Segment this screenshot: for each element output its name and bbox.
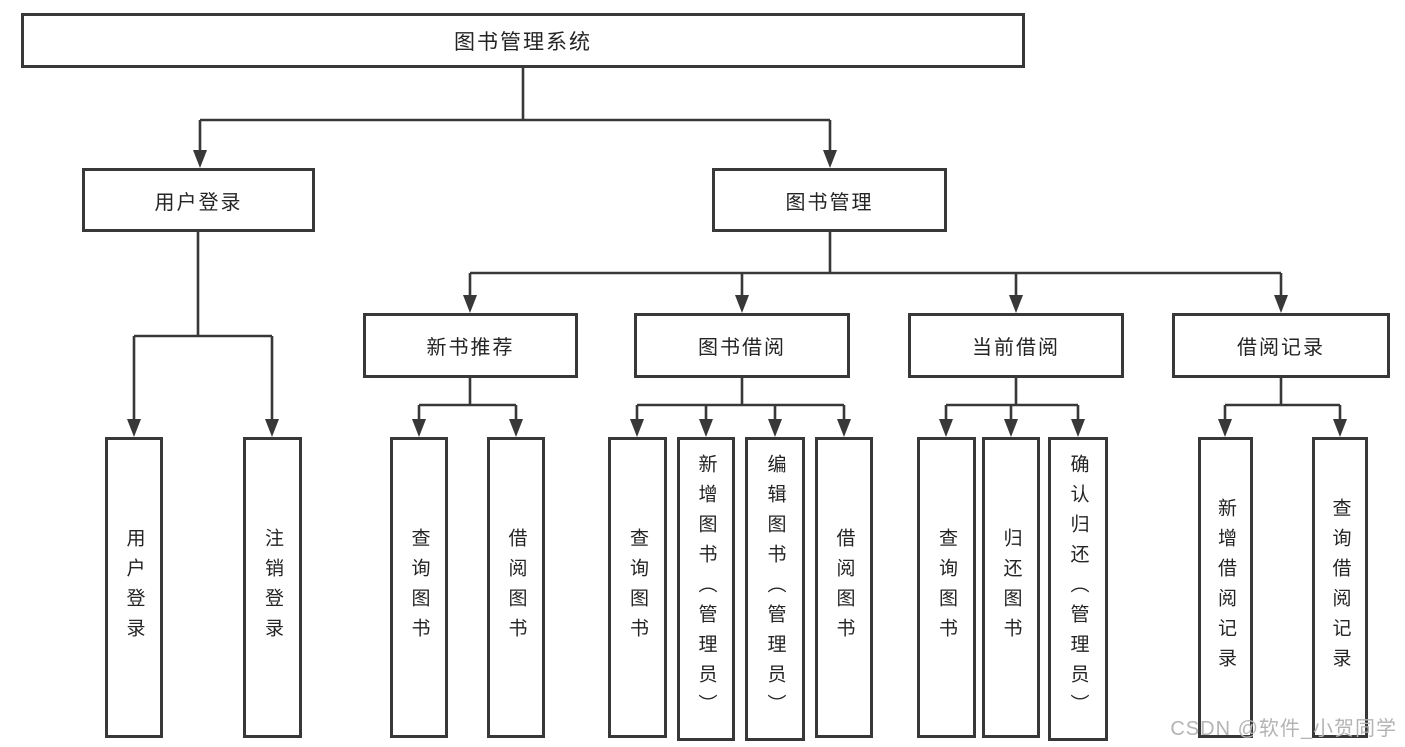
node-label: 注销登录 [262, 527, 283, 648]
node-label: 新增图书（管理员） [695, 454, 717, 724]
node-label: 查询图书 [408, 527, 430, 648]
node-label: 图书借阅 [698, 337, 786, 359]
node-borrow-records: 借阅记录 [1172, 313, 1390, 378]
leaf-query-book-recommend: 查询图书 [390, 437, 448, 738]
leaf-return-book: 归还图书 [982, 437, 1040, 738]
leaf-query-borrow-record: 查询借阅记录 [1312, 437, 1368, 738]
node-label: 图书管理系统 [454, 30, 592, 54]
node-label: 图书管理 [785, 191, 874, 214]
node-label: 归还图书 [1000, 527, 1022, 648]
leaf-logout-login: 注销登录 [243, 437, 302, 738]
node-label: 查询图书 [936, 527, 957, 648]
node-label: 编辑图书（管理员） [764, 454, 786, 724]
node-user-login: 用户登录 [82, 168, 315, 232]
node-label: 新书推荐 [426, 337, 515, 359]
node-label: 借阅图书 [505, 527, 527, 648]
leaf-add-borrow-record: 新增借阅记录 [1198, 437, 1253, 738]
node-label: 确认归还（管理员） [1067, 454, 1089, 724]
node-label: 查询借阅记录 [1329, 497, 1351, 678]
node-library-system: 图书管理系统 [21, 13, 1025, 68]
node-current-borrow: 当前借阅 [908, 313, 1124, 378]
leaf-borrow-book: 借阅图书 [815, 437, 873, 738]
csdn-watermark: CSDN @软件_小贺同学 [1170, 718, 1397, 740]
leaf-edit-book-admin: 编辑图书（管理员） [745, 437, 805, 741]
leaf-add-book-admin: 新增图书（管理员） [677, 437, 735, 741]
leaf-borrow-book-recommend: 借阅图书 [487, 437, 545, 738]
node-book-borrow: 图书借阅 [634, 313, 850, 378]
node-label: 当前借阅 [972, 337, 1060, 359]
leaf-query-book-borrow: 查询图书 [608, 437, 667, 738]
node-label: 新增借阅记录 [1215, 497, 1236, 678]
leaf-confirm-return-admin: 确认归还（管理员） [1048, 437, 1108, 741]
node-book-management: 图书管理 [712, 168, 947, 232]
node-label: 借阅图书 [833, 527, 855, 648]
node-label: 用户登录 [123, 527, 145, 648]
node-new-book-recommend: 新书推荐 [363, 313, 578, 378]
arrowheads [127, 150, 1347, 437]
leaf-user-login: 用户登录 [105, 437, 163, 738]
node-label: 用户登录 [154, 191, 243, 214]
node-label: 借阅记录 [1237, 337, 1325, 359]
leaf-query-book-current: 查询图书 [917, 437, 976, 738]
node-label: 查询图书 [627, 527, 648, 648]
